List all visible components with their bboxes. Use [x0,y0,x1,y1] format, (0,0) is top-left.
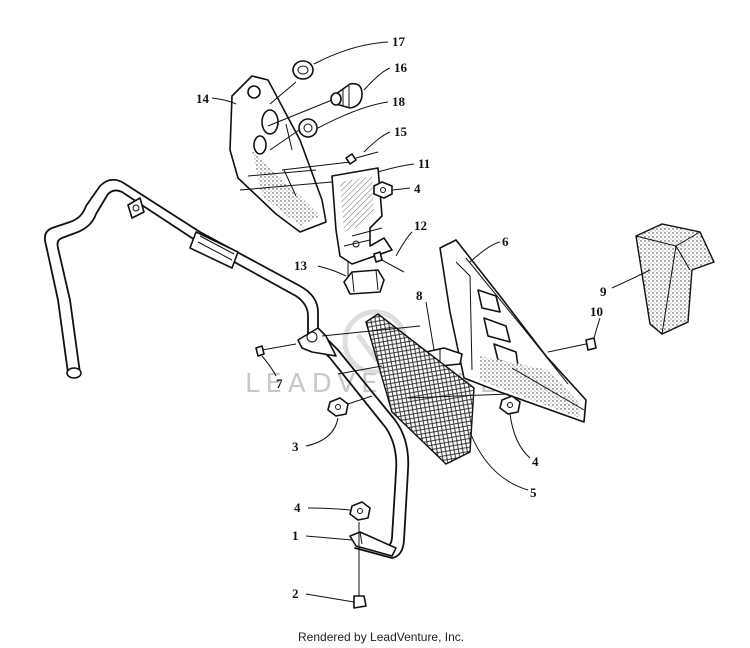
callout-4-upper: 4 [392,181,421,196]
callout-label: 4 [414,181,421,196]
mount-plate-14 [229,75,327,233]
callout-6: 6 [469,234,509,263]
nut-4-lower [349,501,371,521]
callout-17: 17 [313,34,406,65]
callout-label: 14 [196,91,210,106]
side-panel-6 [439,239,587,423]
nut-3 [327,395,373,417]
callout-1: 1 [292,528,353,543]
callout-label: 4 [294,500,301,515]
callout-9: 9 [600,269,651,299]
callout-label: 9 [600,284,607,299]
bushing-17 [292,60,314,80]
mesh-grille-5 [365,313,475,465]
callout-5: 5 [469,431,537,500]
mount-tab [297,327,337,357]
bolt-2 [353,522,367,609]
callout-7: 7 [261,355,283,391]
callout-4-right: 4 [509,413,539,469]
callout-3: 3 [292,417,339,454]
callout-15: 15 [363,124,408,153]
callout-18: 18 [317,94,406,129]
callout-label: 3 [292,439,299,454]
callout-label: 1 [292,528,299,543]
callout-label: 5 [530,485,537,500]
callout-2: 2 [292,586,355,603]
callout-16: 16 [363,60,408,91]
callout-label: 12 [414,218,427,233]
callouts: 17 16 18 14 15 11 4 12 [196,34,651,603]
callout-label: 18 [392,94,406,109]
callout-label: 10 [590,304,603,319]
callout-12: 12 [395,218,427,257]
callout-13: 13 [294,258,347,277]
callout-label: 6 [502,234,509,249]
foam-pad-9 [635,223,715,335]
callout-11: 11 [377,156,430,173]
bolt-7 [255,343,297,357]
callout-label: 13 [294,258,308,273]
callout-8: 8 [416,288,435,351]
nut-4-upper [373,181,393,199]
footer-credit: Rendered by LeadVenture, Inc. [298,630,464,644]
callout-14: 14 [196,91,237,106]
callout-label: 16 [394,60,408,75]
bushing-16 [330,82,363,109]
callout-label: 7 [276,376,283,391]
callout-4-lower: 4 [294,500,351,515]
callout-label: 8 [416,288,423,303]
nut-4-right [499,395,521,415]
callout-10: 10 [590,304,603,339]
guard-rail-tube [43,178,410,559]
bolt-10 [547,337,597,353]
bushing-18 [298,118,318,138]
callout-label: 4 [532,454,539,469]
screw-12 [373,251,405,273]
screw-15 [345,151,379,165]
callout-label: 11 [418,156,430,171]
clip-13 [343,262,385,295]
callout-label: 15 [394,124,408,139]
callout-label: 17 [392,34,406,49]
callout-label: 2 [292,586,299,601]
mount-bracket-1 [349,531,397,557]
